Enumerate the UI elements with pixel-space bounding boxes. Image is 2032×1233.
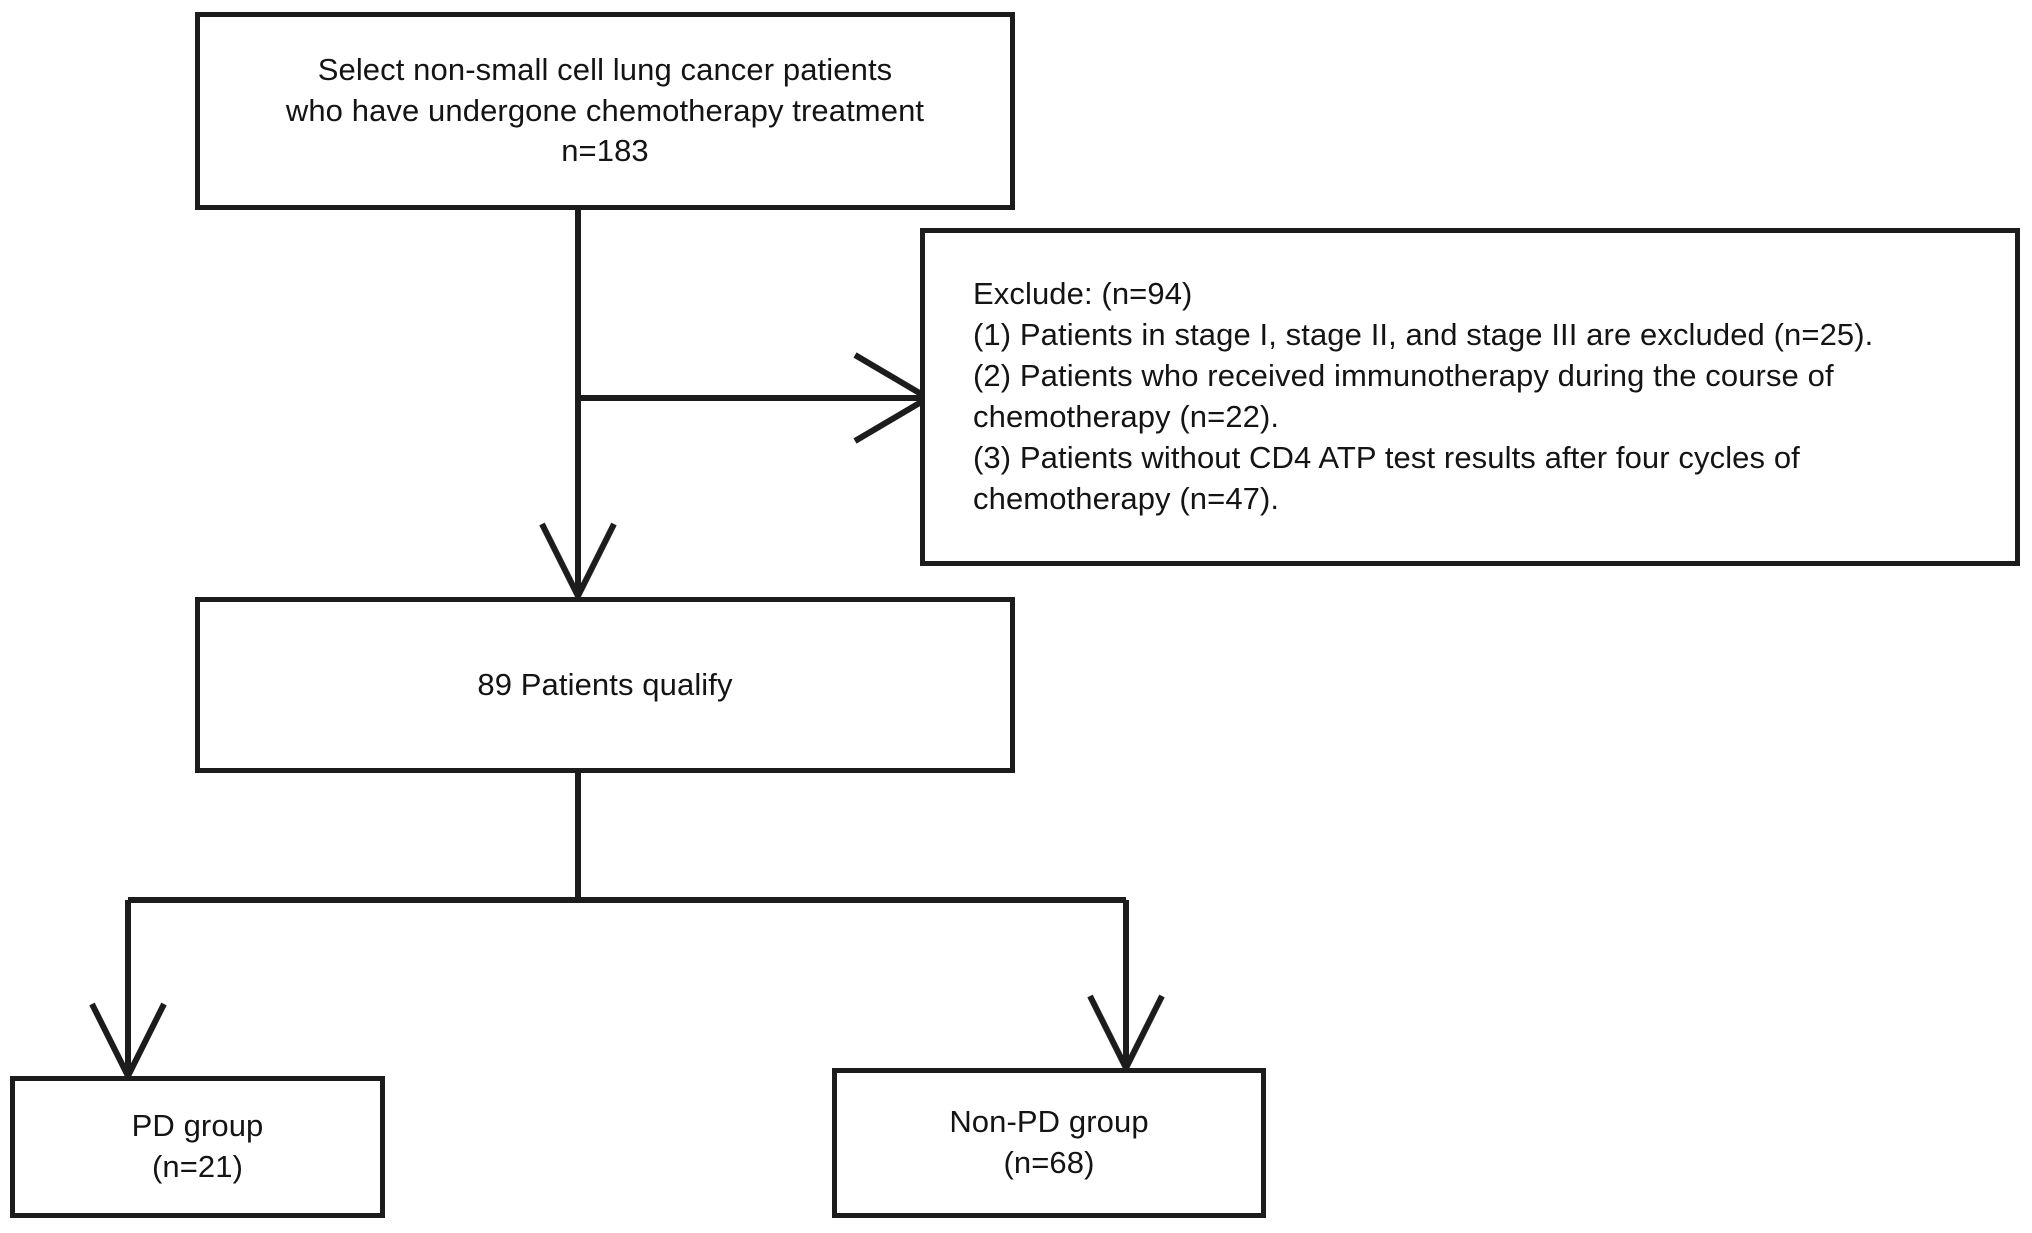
node-pd-group: PD group (n=21) [10, 1076, 385, 1218]
node-nonpd-group-text: Non-PD group (n=68) [949, 1104, 1149, 1180]
node-nonpd-group: Non-PD group (n=68) [832, 1068, 1266, 1218]
node-exclusions: Exclude: (n=94) (1) Patients in stage I,… [920, 228, 2020, 566]
node-enrolled-cohort-text: Select non-small cell lung cancer patien… [285, 51, 925, 169]
node-pd-group-text: PD group (n=21) [131, 1108, 264, 1184]
node-qualified-patients: 89 Patients qualify [195, 597, 1015, 773]
node-exclusions-text: Exclude: (n=94) (1) Patients in stage I,… [973, 276, 1874, 516]
node-qualified-patients-text: 89 Patients qualify [477, 666, 733, 702]
node-enrolled-cohort: Select non-small cell lung cancer patien… [195, 12, 1015, 210]
arrowhead-to-qualified [539, 522, 617, 603]
